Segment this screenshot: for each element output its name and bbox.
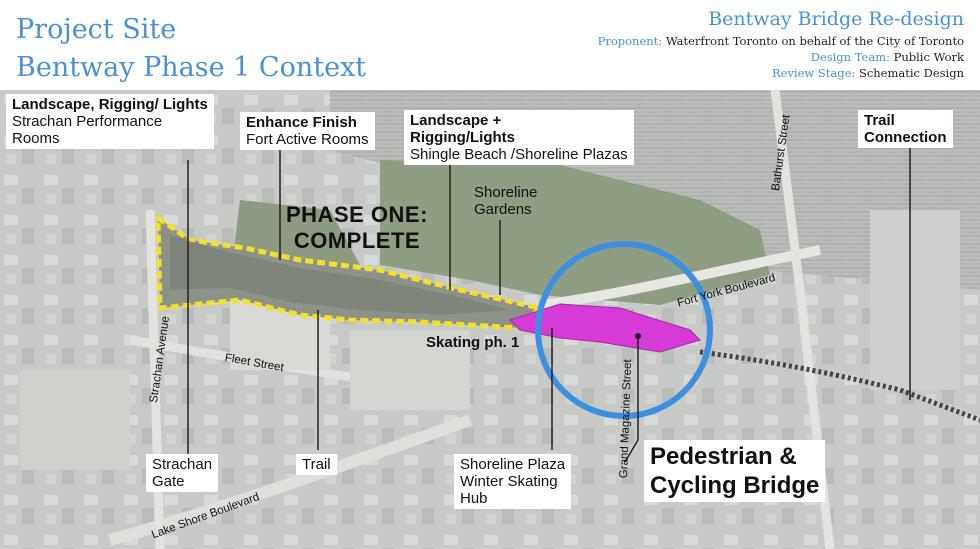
proponent-value: Waterfront Toronto on behalf of the City… xyxy=(665,34,964,48)
phase-one-line1: PHASE ONE: xyxy=(286,202,428,227)
callout-landscape-rigging-lights: Landscape, Rigging/ Lights Strachan Perf… xyxy=(6,94,214,149)
fort-york-park xyxy=(380,160,770,305)
trail-line xyxy=(699,349,980,423)
callout-strachan-gate: Strachan Gate xyxy=(146,454,219,492)
phase-one-inner xyxy=(170,235,510,315)
callout-title: Trail xyxy=(864,112,895,129)
design-team-label: Design Team: xyxy=(810,50,890,64)
bridge-label-line1: Pedestrian & xyxy=(650,443,797,470)
leader-dot xyxy=(635,333,641,339)
header: Project Site Bentway Phase 1 Context Ben… xyxy=(0,0,980,90)
road-fort-york xyxy=(539,245,821,310)
callout-line: Fort Active Rooms xyxy=(246,131,369,148)
callout-enhance-finish: Enhance Finish Fort Active Rooms xyxy=(240,112,375,150)
proponent-label: Proponent: xyxy=(597,34,663,48)
callout-line: Hub xyxy=(460,490,488,507)
phase-one-line2: COMPLETE xyxy=(293,228,421,253)
callout-title: Enhance Finish xyxy=(246,114,357,131)
callout-title: Landscape, Rigging/ Lights xyxy=(12,96,208,113)
design-team-row: Design Team: Public Work xyxy=(598,49,964,65)
building-3 xyxy=(20,370,130,470)
design-team-value: Public Work xyxy=(893,50,964,64)
project-info: Bentway Bridge Re-design Proponent: Wate… xyxy=(598,8,964,81)
building-2 xyxy=(350,330,470,410)
review-stage-value: Schematic Design xyxy=(858,66,964,80)
callout-shoreline-plaza: Shoreline Plaza Winter Skating Hub xyxy=(454,454,572,509)
callout-shoreline-gardens: Shoreline Gardens xyxy=(468,182,543,220)
aerial-map: Landscape, Rigging/ Lights Strachan Perf… xyxy=(0,90,980,549)
review-stage-label: Review Stage: xyxy=(771,66,856,80)
callout-line: Strachan Performance xyxy=(12,113,163,130)
callout-line: Gate xyxy=(152,473,185,490)
callout-trail: Trail xyxy=(296,454,337,475)
callout-line: Shoreline Plaza xyxy=(460,456,566,473)
skating-label: Skating ph. 1 xyxy=(426,334,520,351)
callout-trail-connection: Trail Connection xyxy=(858,110,953,148)
callout-title: Landscape + xyxy=(410,112,502,129)
road-lake-shore xyxy=(108,414,473,546)
callout-line: Winter Skating xyxy=(460,473,558,490)
callout-line: Gardens xyxy=(474,201,532,218)
page-title-line1: Project Site xyxy=(16,14,177,45)
callout-title: Connection xyxy=(864,129,947,146)
callout-title: Rigging/Lights xyxy=(410,129,515,146)
page-title-line2: Bentway Phase 1 Context xyxy=(16,52,367,83)
road-strachan xyxy=(145,209,165,549)
bridge-label-line2: Cycling Bridge xyxy=(650,472,820,499)
phase-one-label: PHASE ONE: COMPLETE xyxy=(286,202,428,254)
bridge-label: Pedestrian & Cycling Bridge xyxy=(644,440,826,502)
building-4 xyxy=(870,210,960,390)
callout-line: Trail xyxy=(302,456,331,473)
callout-line: Shingle Beach /Shoreline Plazas xyxy=(410,146,628,163)
callout-landscape-plus: Landscape + Rigging/Lights Shingle Beach… xyxy=(404,110,634,165)
bridge-focus-circle xyxy=(535,241,713,419)
callout-line: Rooms xyxy=(12,130,60,147)
callout-line: Strachan xyxy=(152,456,213,473)
leader-pointer-bridge xyxy=(624,439,639,463)
project-title: Bentway Bridge Re-design xyxy=(708,8,964,30)
callout-line: Shoreline xyxy=(474,184,538,201)
proponent-row: Proponent: Waterfront Toronto on behalf … xyxy=(598,33,964,49)
review-stage-row: Review Stage: Schematic Design xyxy=(598,65,964,81)
